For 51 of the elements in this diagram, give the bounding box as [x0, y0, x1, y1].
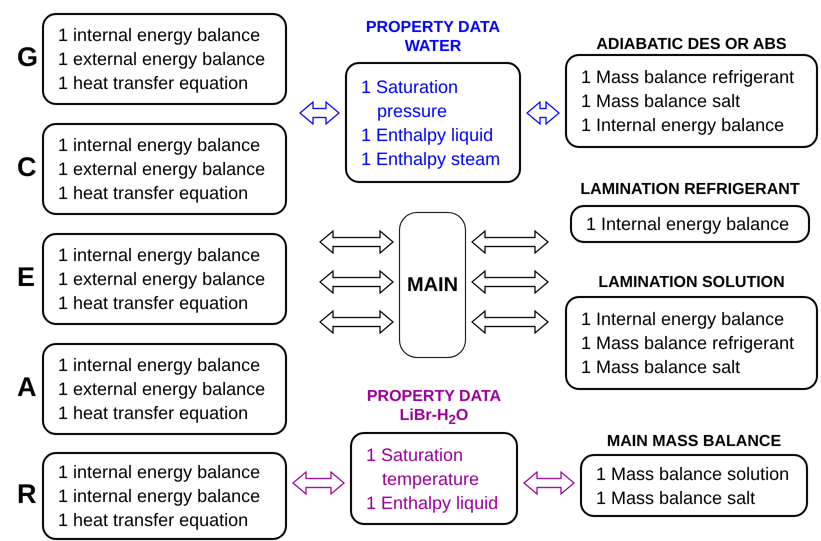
row-letter: A	[17, 372, 36, 403]
section-heading: LAMINATION REFRIGERANT	[579, 180, 801, 199]
equation-line: 1 Internal energy balance	[581, 114, 786, 137]
double-arrow	[319, 270, 394, 294]
equation-line: 1 heat transfer equation	[58, 182, 250, 205]
equation-line: 1 external energy balance	[58, 378, 266, 401]
equation-line: 1 Enthalpy liquid	[366, 492, 500, 514]
equation-line: 1 Enthalpy liquid	[361, 124, 494, 146]
equation-line: 1 external energy balance	[58, 48, 266, 71]
section-heading: LAMINATION SOLUTION	[597, 273, 786, 292]
double-arrow	[292, 470, 345, 496]
section-heading: PROPERTY DATA LiBr-H$_{2}$O	[366, 387, 502, 430]
equation-line: 1 Saturation temperature	[366, 444, 480, 490]
equation-line: 1 internal energy balance	[58, 354, 262, 377]
double-arrow	[319, 310, 394, 334]
equation-line: 1 heat transfer equation	[58, 402, 250, 425]
section-heading: MAIN MASS BALANCE	[606, 432, 782, 451]
equation-line: 1 internal energy balance	[58, 134, 262, 157]
equation-line: 1 heat transfer equation	[58, 509, 250, 532]
equation-line: 1 Mass balance refrigerant	[581, 66, 796, 89]
equation-line: 1 heat transfer equation	[58, 292, 250, 315]
row-letter: E	[17, 262, 36, 293]
equation-line: 1 external energy balance	[58, 268, 266, 291]
section-heading: ADIABATIC DES OR ABS	[595, 35, 788, 54]
section-heading: PROPERTY DATA WATER	[364, 18, 502, 56]
equation-line: 1 Saturation pressure	[361, 76, 460, 122]
equation-line: 1 internal energy balance	[58, 485, 262, 508]
equation-line: 1 Mass balance salt	[581, 90, 742, 113]
double-arrow	[471, 310, 549, 334]
double-arrow	[319, 230, 394, 254]
double-arrow	[299, 100, 340, 126]
block-label: MAIN	[406, 273, 460, 297]
equation-line: 1 Internal energy balance	[581, 308, 786, 331]
double-arrow	[471, 230, 549, 254]
double-arrow	[471, 270, 549, 294]
equation-line: 1 external energy balance	[58, 158, 266, 181]
row-letter: R	[17, 479, 36, 510]
row-letter: C	[17, 152, 36, 183]
equation-line: 1 Mass balance salt	[581, 356, 742, 379]
equation-line: 1 Mass balance refrigerant	[581, 332, 796, 355]
equation-line: 1 internal energy balance	[58, 461, 262, 484]
equation-line: 1 Enthalpy steam	[361, 148, 502, 170]
double-arrow	[526, 100, 560, 126]
equation-line: 1 internal energy balance	[58, 244, 262, 267]
double-arrow	[523, 470, 575, 496]
equation-line: 1 internal energy balance	[58, 24, 262, 47]
equation-line: 1 Mass balance salt	[596, 486, 756, 510]
equation-line: 1 heat transfer equation	[58, 72, 250, 95]
equation-line: 1 Internal energy balance	[586, 213, 790, 236]
equation-line: 1 Mass balance solution	[596, 462, 790, 486]
row-letter: G	[17, 42, 38, 73]
